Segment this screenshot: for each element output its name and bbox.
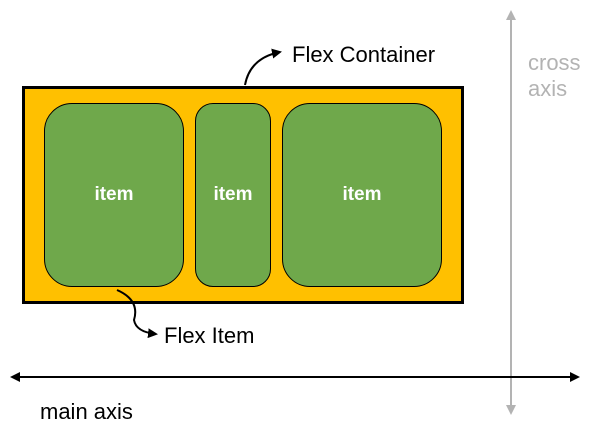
flex-container-label: Flex Container [292,42,436,67]
flex-item-label: item [213,184,253,205]
flex-item-label: item [94,184,134,205]
flex-item-label: item [342,184,382,205]
cross-axis-label: cross axis [528,50,581,101]
flex-item-3: item [282,103,442,287]
flex-container-curved-arrow-icon [244,48,282,86]
main-axis-label: main axis [40,399,133,424]
flex-item-2: item [195,103,271,287]
flex-item-1: item [44,103,184,287]
flex-item-label-text: Flex Item [164,323,255,348]
